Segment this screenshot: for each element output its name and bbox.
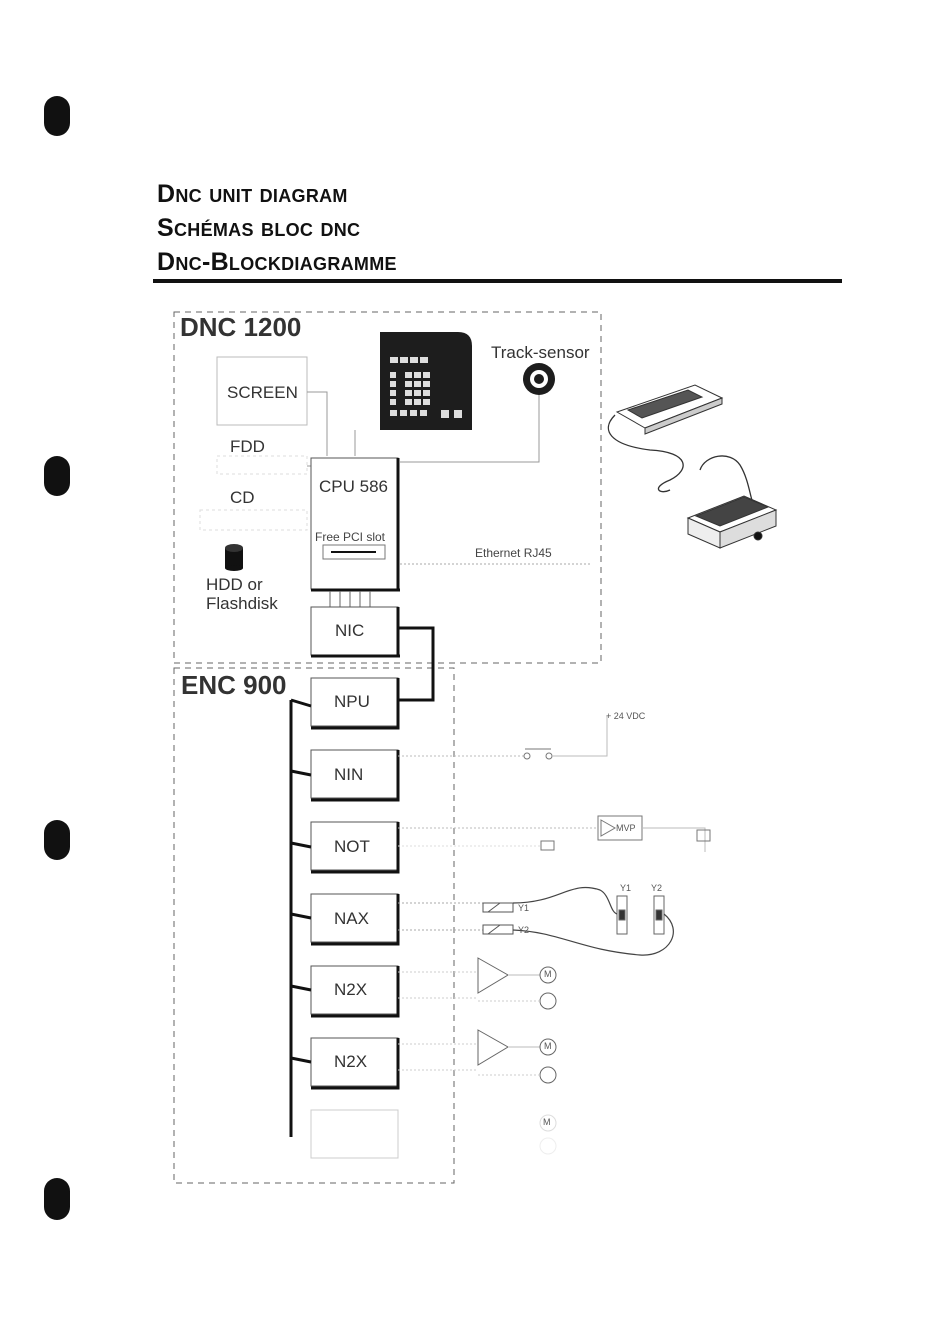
- flashdisk-label: Flashdisk: [206, 594, 278, 614]
- hdd-label: HDD or: [206, 575, 263, 595]
- encoder-icon: [540, 1138, 556, 1154]
- cd-slot: [200, 510, 307, 530]
- mvp-label: MVP: [616, 823, 636, 833]
- module-nax: NAX: [334, 909, 369, 929]
- dnc-title: DNC 1200: [180, 312, 301, 343]
- switch-icon: [524, 749, 552, 759]
- y1-top-label: Y1: [620, 883, 631, 893]
- cpu-label: CPU 586: [319, 477, 388, 497]
- relay-coil-icon: [697, 830, 710, 841]
- track-sensor-icon: [523, 363, 555, 395]
- nic-label: NIC: [335, 621, 364, 641]
- module-nin: NIN: [334, 765, 363, 785]
- screen-label: SCREEN: [227, 383, 298, 403]
- module-shadows: [311, 678, 398, 1088]
- track-sensor-label: Track-sensor: [491, 343, 590, 363]
- y2-valve-label: Y2: [518, 925, 529, 935]
- valve-y1-icon: [483, 903, 513, 912]
- motor-label: M: [544, 1041, 552, 1051]
- valve-y2-icon: [483, 925, 513, 934]
- fdd-label: FDD: [230, 437, 265, 457]
- module-npu: NPU: [334, 692, 370, 712]
- bus-taps: [291, 700, 311, 1062]
- vdc-label: + 24 VDC: [606, 711, 645, 721]
- enc-frame: [174, 668, 454, 1183]
- amplifier-icon: [478, 958, 508, 993]
- module-n2x-1: N2X: [334, 980, 367, 1000]
- motor-label: M: [544, 969, 552, 979]
- hdd-icon: [225, 544, 243, 571]
- printer-icon: [688, 496, 776, 548]
- pci-label: Free PCI slot: [315, 530, 385, 544]
- encoder-icon: [540, 1067, 556, 1083]
- enc-title: ENC 900: [181, 670, 287, 701]
- module-n2x-2: N2X: [334, 1052, 367, 1072]
- encoder-icon: [540, 993, 556, 1009]
- ethernet-label: Ethernet RJ45: [475, 546, 552, 560]
- keyboard-icon: [617, 385, 722, 434]
- y2-top-label: Y2: [651, 883, 662, 893]
- y1-valve-label: Y1: [518, 903, 529, 913]
- cylinder-y2: [654, 896, 664, 934]
- cylinder-y1: [617, 896, 627, 934]
- amplifier-icon: [478, 1030, 508, 1065]
- cd-label: CD: [230, 488, 255, 508]
- motor-label: M: [543, 1117, 551, 1127]
- module-not: NOT: [334, 837, 370, 857]
- valve-icon: [541, 841, 554, 850]
- fdd-slot: [217, 456, 307, 474]
